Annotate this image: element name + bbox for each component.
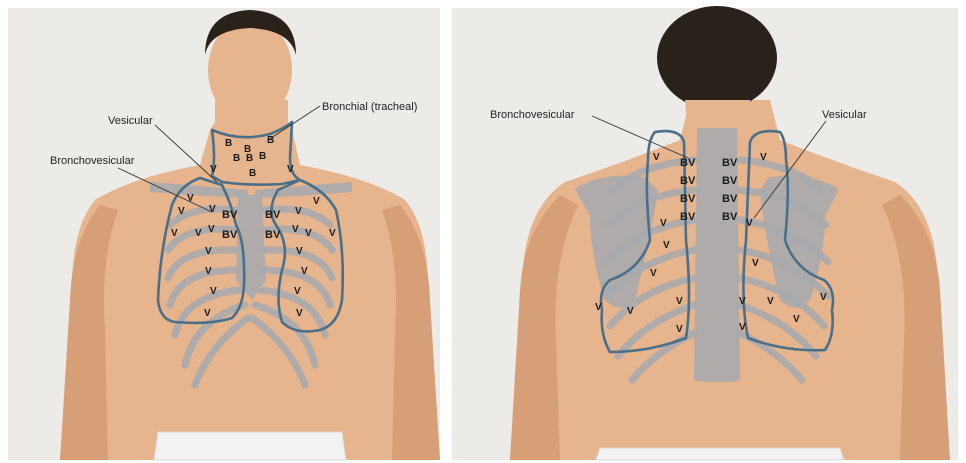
front-v-marker: V [204, 308, 211, 319]
front-v-marker: V [294, 286, 301, 297]
front-v-marker: V [210, 286, 217, 297]
back-label-bronchovesicular: Bronchovesicular [490, 109, 575, 121]
front-panel: Vesicular Bronchial (tracheal) Bronchove… [8, 8, 440, 460]
front-label-bronchovesicular: Bronchovesicular [50, 155, 135, 167]
front-label-bronchial: Bronchial (tracheal) [322, 101, 417, 113]
front-b-marker: B [249, 168, 256, 179]
front-v-marker: V [205, 266, 212, 277]
back-bv-marker: BV [680, 175, 696, 187]
front-v-marker: V [292, 224, 299, 235]
front-v-marker: V [210, 164, 217, 175]
back-v-marker: V [739, 322, 746, 333]
front-v-marker: V [171, 228, 178, 239]
front-label-vesicular: Vesicular [108, 115, 153, 127]
back-v-marker: V [767, 296, 774, 307]
back-label-vesicular: Vesicular [822, 109, 867, 121]
front-v-marker: V [295, 206, 302, 217]
front-v-marker: V [195, 228, 202, 239]
front-v-marker: V [301, 266, 308, 277]
back-panel: Bronchovesicular Vesicular BV BV BV BV B… [452, 6, 958, 460]
panel-divider [440, 8, 452, 460]
front-v-marker: V [305, 228, 312, 239]
front-bv-marker: BV [222, 229, 238, 241]
front-v-marker: V [313, 196, 320, 207]
back-bv-marker: BV [722, 211, 738, 223]
front-bv-marker: BV [265, 209, 281, 221]
back-v-marker: V [595, 302, 602, 313]
back-v-marker: V [746, 218, 753, 229]
front-b-marker: B [267, 135, 274, 146]
front-v-marker: V [296, 246, 303, 257]
front-v-marker: V [329, 228, 336, 239]
back-v-marker: V [760, 152, 767, 163]
back-v-marker: V [653, 152, 660, 163]
front-bv-marker: BV [265, 229, 281, 241]
front-b-marker: B [233, 153, 240, 164]
back-bv-marker: BV [722, 157, 738, 169]
front-v-marker: V [296, 308, 303, 319]
front-b-marker: B [246, 153, 253, 164]
front-b-marker: B [225, 138, 232, 149]
front-v-marker: V [208, 224, 215, 235]
back-bv-marker: BV [722, 193, 738, 205]
back-v-marker: V [820, 292, 827, 303]
back-v-marker: V [676, 324, 683, 335]
front-v-marker: V [287, 164, 294, 175]
back-v-marker: V [660, 218, 667, 229]
front-v-marker: V [178, 206, 185, 217]
back-bv-marker: BV [680, 157, 696, 169]
back-bv-marker: BV [680, 193, 696, 205]
front-b-marker: B [259, 151, 266, 162]
front-v-marker: V [187, 193, 194, 204]
back-v-marker: V [663, 240, 670, 251]
front-bv-marker: BV [222, 209, 238, 221]
back-v-marker: V [627, 306, 634, 317]
back-bv-marker: BV [722, 175, 738, 187]
back-v-marker: V [676, 296, 683, 307]
back-v-marker: V [793, 314, 800, 325]
back-bv-marker: BV [680, 211, 696, 223]
front-v-marker: V [205, 246, 212, 257]
back-v-marker: V [650, 268, 657, 279]
front-v-marker: V [209, 204, 216, 215]
back-v-marker: V [739, 296, 746, 307]
back-v-marker: V [752, 258, 759, 269]
